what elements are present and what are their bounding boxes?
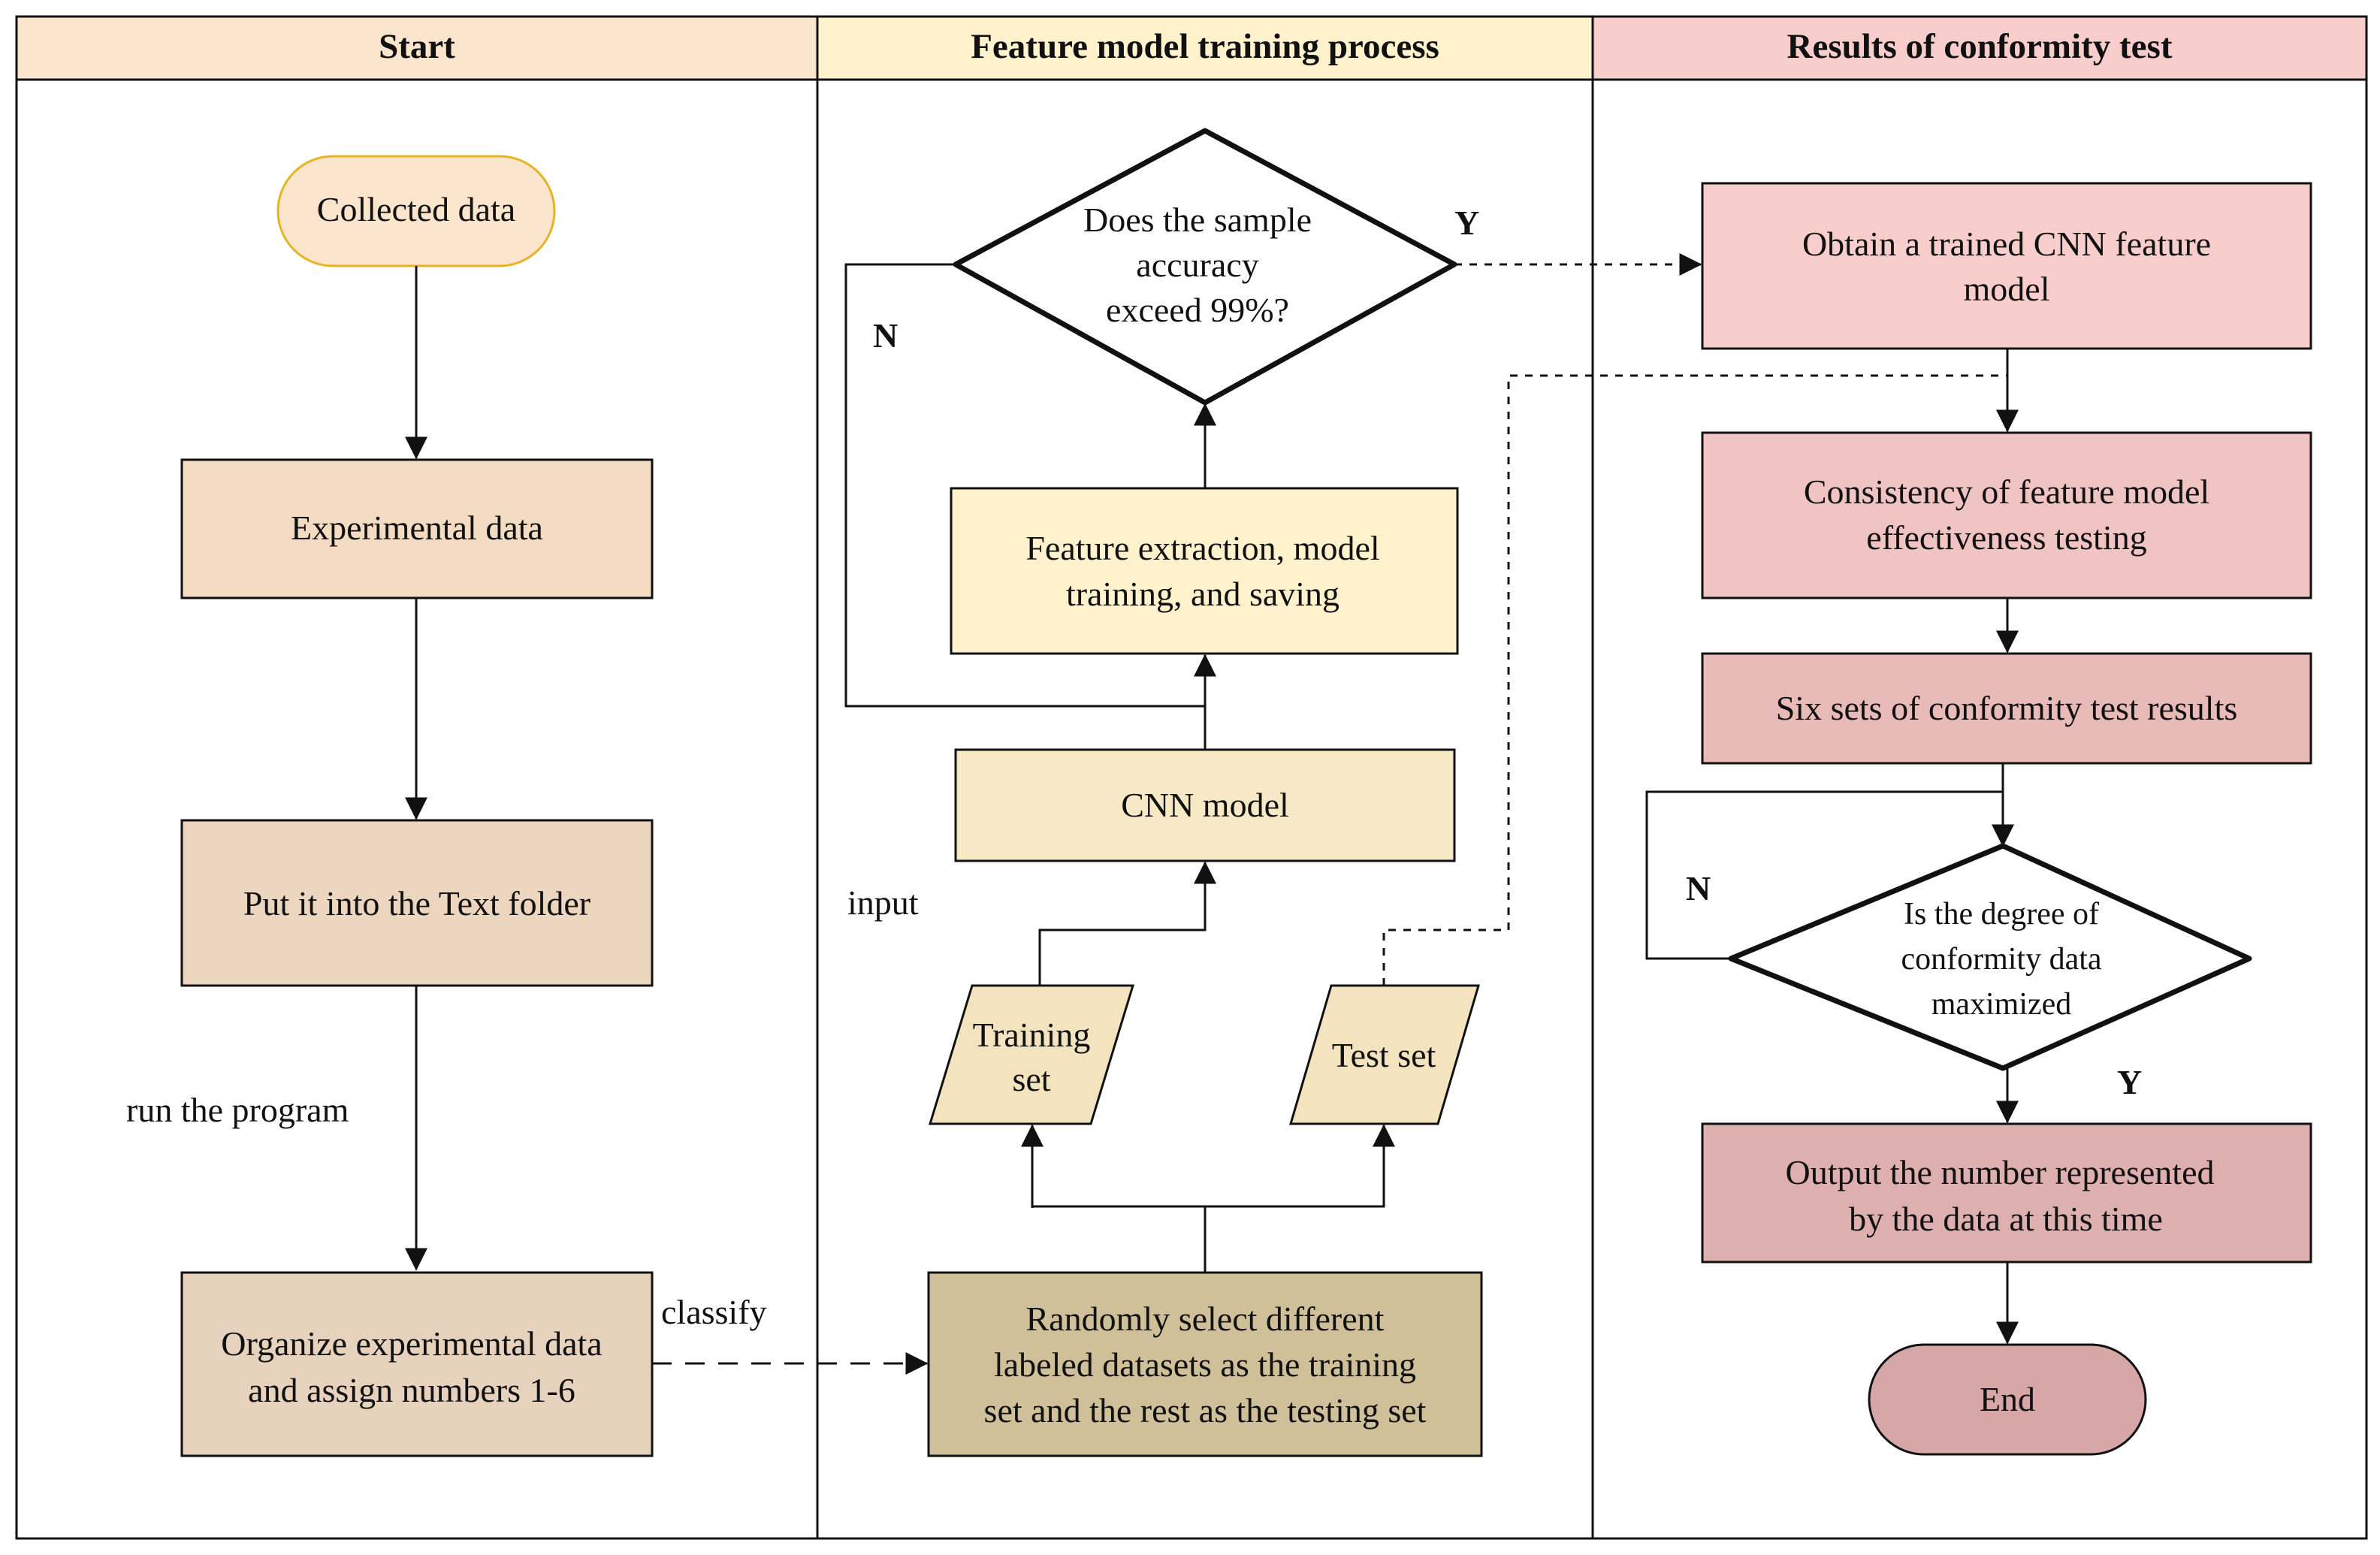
node-organize-line-1: Organize experimental data bbox=[221, 1324, 602, 1363]
edge-label-conf-no: N bbox=[1686, 869, 1711, 907]
edge-label-acc-no: N bbox=[873, 316, 898, 355]
node-test-set-label: Test set bbox=[1332, 1036, 1436, 1074]
lane-header-start bbox=[15, 15, 819, 81]
node-end bbox=[1868, 1343, 2147, 1456]
node-feature-extraction-line-1: Feature extraction, model bbox=[1025, 529, 1379, 567]
node-organize bbox=[180, 1271, 654, 1457]
node-random-select-line-3: set and the rest as the testing set bbox=[984, 1391, 1427, 1430]
edge-label-classify: classify bbox=[661, 1293, 767, 1331]
node-trained-model-line-2: model bbox=[1964, 270, 2050, 308]
edge-accuracy-no-loop bbox=[844, 263, 1205, 708]
lane-header-training bbox=[816, 15, 1594, 81]
node-experimental-data-label: Experimental data bbox=[291, 509, 543, 547]
node-six-sets bbox=[1701, 652, 2312, 765]
node-end-label: End bbox=[1980, 1380, 2035, 1418]
edge-label-conf-yes: Y bbox=[2117, 1063, 2142, 1101]
edge-label-acc-yes: Y bbox=[1454, 204, 1479, 242]
node-feature-extraction-line-2: training, and saving bbox=[1066, 575, 1340, 613]
edge-training-to-cnn bbox=[1038, 861, 1216, 986]
node-feature-extraction bbox=[950, 487, 1459, 655]
edge-conformity-no-loop bbox=[1645, 790, 2003, 960]
node-training-set-line-2: set bbox=[1012, 1060, 1050, 1098]
node-training-set bbox=[928, 984, 1135, 1125]
node-training-set-line-1: Training bbox=[973, 1016, 1091, 1054]
edge-label-input: input bbox=[847, 883, 919, 922]
node-output-number-line-2: by the data at this time bbox=[1849, 1200, 2163, 1238]
node-accuracy-decision-line-3: exceed 99%? bbox=[1106, 291, 1289, 329]
node-conformity-decision-line-3: maximized bbox=[1931, 987, 2072, 1022]
node-consistency-testing bbox=[1701, 431, 2312, 599]
node-text-folder-label: Put it into the Text folder bbox=[243, 884, 590, 922]
node-cnn-model bbox=[954, 748, 1456, 862]
node-trained-model-line-1: Obtain a trained CNN feature bbox=[1802, 225, 2211, 263]
node-conformity-decision-line-1: Is the degree of bbox=[1904, 897, 2099, 931]
node-consistency-testing-line-1: Consistency of feature model bbox=[1804, 473, 2209, 511]
lane-body-results bbox=[1591, 78, 2368, 1540]
node-random-select-line-1: Randomly select different bbox=[1026, 1300, 1385, 1338]
node-six-sets-label: Six sets of conformity test results bbox=[1776, 689, 2238, 727]
node-random-select bbox=[927, 1271, 1483, 1457]
node-output-number-line-1: Output the number represented bbox=[1786, 1153, 2215, 1191]
node-accuracy-decision-line-2: accuracy bbox=[1136, 246, 1258, 284]
node-accuracy-decision-line-1: Does the sample bbox=[1083, 201, 1312, 239]
edge-label-run-program: run the program bbox=[126, 1091, 349, 1129]
lane-header-results bbox=[1591, 15, 2368, 81]
node-test-set bbox=[1288, 984, 1481, 1125]
node-random-select-line-2: labeled datasets as the training bbox=[994, 1345, 1416, 1384]
node-collected-data-label: Collected data bbox=[317, 190, 515, 228]
edge-random-split bbox=[1032, 1205, 1207, 1273]
node-accuracy-decision bbox=[953, 128, 1457, 406]
node-conformity-decision bbox=[1728, 843, 2252, 1071]
node-conformity-decision-line-2: conformity data bbox=[1901, 942, 2101, 977]
edge-random-to-test-path bbox=[1205, 1124, 1395, 1208]
node-output-number bbox=[1701, 1122, 2312, 1264]
lane-title-results: Results of conformity test bbox=[1787, 27, 2173, 66]
node-cnn-model-label: CNN model bbox=[1121, 786, 1289, 824]
lane-title-training: Feature model training process bbox=[971, 27, 1439, 66]
node-trained-model bbox=[1701, 182, 2312, 350]
node-experimental-data bbox=[180, 458, 654, 599]
node-organize-line-2: and assign numbers 1-6 bbox=[248, 1371, 575, 1409]
lane-title-start: Start bbox=[379, 27, 455, 66]
node-consistency-testing-line-2: effectiveness testing bbox=[1866, 518, 2146, 557]
